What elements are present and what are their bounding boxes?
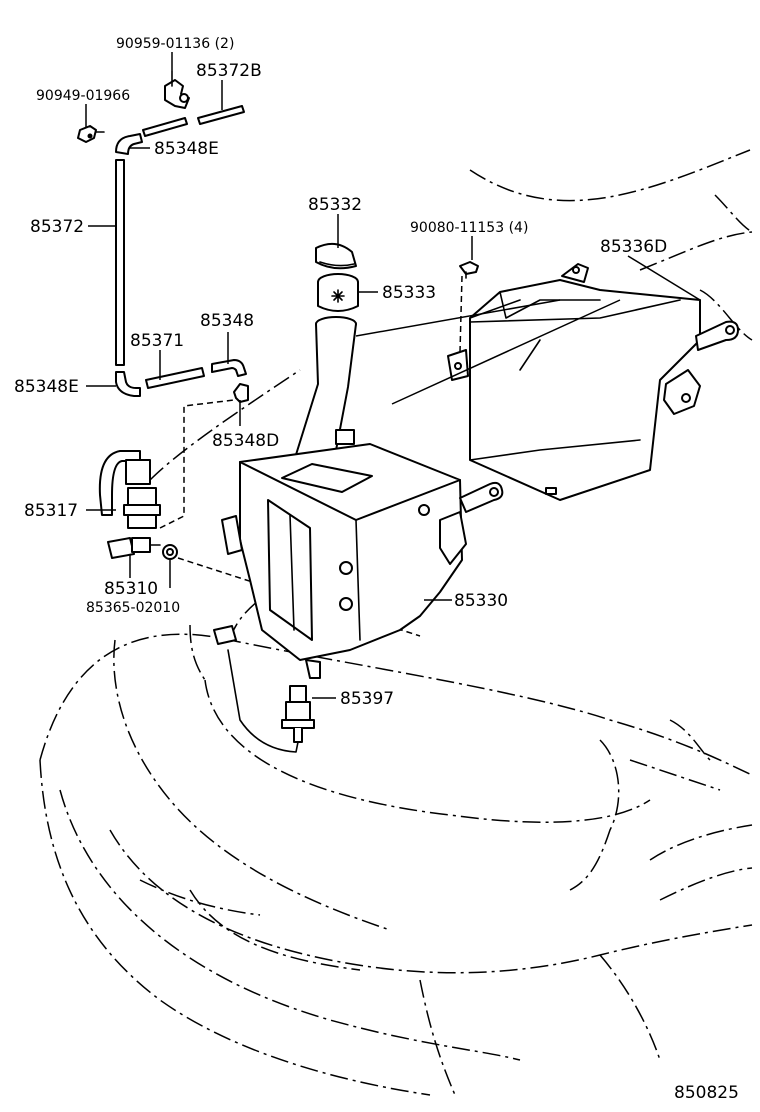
bracket-connect-line-2: [391, 299, 621, 405]
washer-pump-85310: [98, 450, 161, 559]
label-85333: 85333: [382, 283, 436, 303]
label-85397: 85397: [340, 689, 394, 709]
filler-cap-85332: [315, 242, 357, 270]
label-85365-02010: 85365-02010: [86, 600, 180, 616]
label-85310: 85310: [104, 579, 158, 599]
label-85348e-bottom: 85348E: [14, 377, 79, 397]
filler-neck: [289, 316, 357, 483]
label-85330: 85330: [454, 591, 508, 611]
label-85348d: 85348D: [212, 431, 279, 451]
bracket-connect-line: [355, 299, 561, 337]
strainer-85333: [317, 273, 359, 312]
bolt-route: [459, 275, 463, 353]
label-85371: 85371: [130, 331, 184, 351]
vehicle-body-outline: [39, 149, 753, 1096]
label-85348: 85348: [200, 311, 254, 331]
joint-85348d: [233, 383, 249, 403]
clip-90949: [77, 125, 105, 143]
check-valve-90959: [164, 71, 190, 109]
hose-85372b: [142, 105, 245, 137]
leader-lines: [85, 52, 701, 699]
diagram-id: 850825: [674, 1083, 739, 1103]
hose-85371: [145, 367, 205, 389]
elbow-joint-85348e-bottom: [115, 371, 141, 397]
label-90949-01966: 90949-01966: [36, 88, 130, 104]
label-85332: 85332: [308, 195, 362, 215]
bolt-90080: [459, 261, 479, 279]
grommet-85365: [162, 544, 178, 560]
label-85317: 85317: [24, 501, 78, 521]
label-85336d: 85336D: [600, 237, 667, 257]
hose-85372: [115, 159, 125, 366]
label-85372b: 85372B: [196, 61, 262, 81]
pump-hose-route: [159, 399, 235, 529]
elbow-joint-85348e-top: [115, 133, 143, 155]
label-90959-01136: 90959-01136 (2): [116, 36, 234, 52]
bracket-85336d: [447, 263, 739, 501]
level-sensor-85397: [213, 625, 315, 753]
hose-85348: [211, 359, 247, 377]
washer-tank-85330: [221, 429, 504, 679]
label-90080-11153: 90080-11153 (4): [410, 220, 528, 236]
label-85372: 85372: [30, 217, 84, 237]
label-85348e-top: 85348E: [154, 139, 219, 159]
